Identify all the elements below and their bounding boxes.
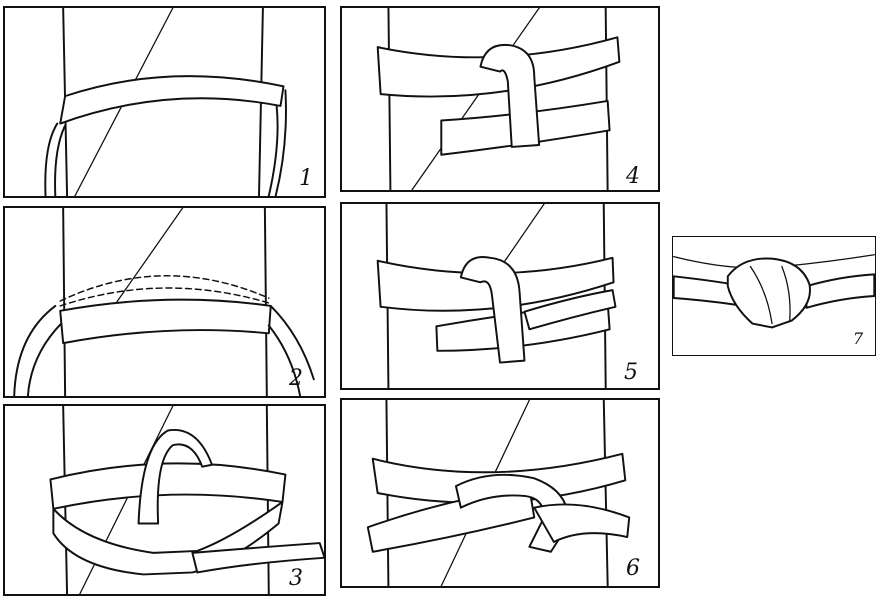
step-number: 4: [626, 164, 640, 189]
step-4-illustration: [376, 8, 621, 190]
step-number: 7: [853, 329, 864, 348]
step-2-panel: 2: [3, 206, 326, 398]
step-6-illustration: [366, 400, 631, 586]
step-5-illustration: [376, 204, 617, 388]
step-1-illustration: [44, 8, 287, 196]
step-3-illustration: [49, 406, 324, 594]
step-1-panel: 1: [3, 6, 326, 198]
step-number: 3: [289, 566, 303, 591]
step-2-illustration: [13, 208, 315, 396]
step-7-panel: 7: [672, 236, 876, 356]
step-6-panel: 6: [340, 398, 660, 588]
step-number: 6: [626, 556, 640, 581]
step-5-panel: 5: [340, 202, 660, 390]
step-number: 2: [289, 366, 303, 391]
step-3-panel: 3: [3, 404, 326, 596]
step-number: 5: [624, 360, 638, 385]
step-4-panel: 4: [340, 6, 660, 192]
step-number: 1: [299, 166, 313, 191]
step-7-illustration: [673, 254, 875, 329]
